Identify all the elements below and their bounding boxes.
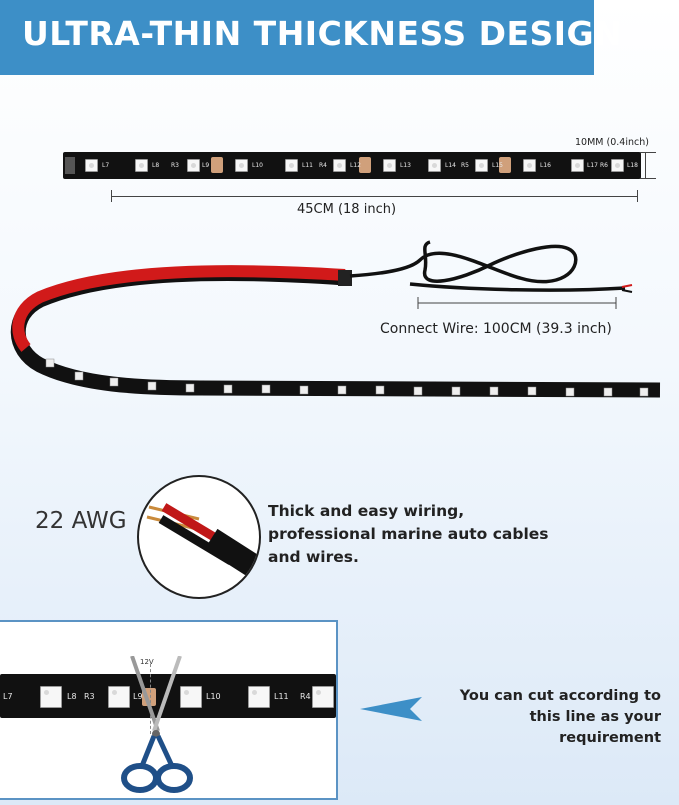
width-dimension-label: 10MM (0.4inch) — [575, 137, 649, 148]
scissors-icon — [121, 656, 193, 793]
led-chip — [611, 159, 624, 172]
led-chip — [40, 686, 62, 708]
length-dimension-line — [111, 196, 638, 197]
strip-label: R3 — [84, 692, 95, 701]
wire-closeup-image — [137, 475, 261, 599]
strip-label: L18 — [627, 162, 638, 169]
led-chip — [108, 686, 130, 708]
strip-label: L12 — [350, 162, 361, 169]
strip-label: L9 — [133, 692, 143, 701]
strip-label: L7 — [3, 692, 13, 701]
banner-title: ULTRA-THIN THICKNESS DESIGN — [22, 14, 623, 53]
strip-label: L17 — [587, 162, 598, 169]
strip-label: L15 — [492, 162, 503, 169]
led-chip — [285, 159, 298, 172]
led-chip — [571, 159, 584, 172]
cut-line-panel: L7 L8 R3 L9 L10 L11 R4 12V — [0, 620, 338, 800]
strip-label: L11 — [274, 692, 289, 701]
strip-label: R5 — [461, 162, 469, 169]
solder-pad — [211, 157, 223, 173]
cut-instruction: You can cut according to this line as yo… — [459, 688, 661, 746]
connect-wire-label: Connect Wire: 100CM (39.3 inch) — [380, 321, 612, 337]
led-chip — [475, 159, 488, 172]
length-dimension-tick — [111, 190, 112, 202]
strip-label: R4 — [319, 162, 327, 169]
led-chip — [383, 159, 396, 172]
strip-label: R4 — [300, 692, 311, 701]
led-chip — [180, 686, 202, 708]
cable-cross-section — [146, 503, 259, 582]
strip-label: L16 — [540, 162, 551, 169]
length-dimension-label: 45CM (18 inch) — [297, 202, 397, 217]
strip-label: L10 — [206, 692, 221, 701]
title-banner: ULTRA-THIN THICKNESS DESIGN — [0, 0, 622, 75]
strip-label: L9 — [202, 162, 210, 169]
solder-pad — [359, 157, 371, 173]
cut-line — [150, 664, 152, 734]
led-chip — [187, 159, 200, 172]
width-dimension-line — [645, 152, 646, 179]
width-dimension-tick — [640, 178, 656, 179]
wire-description: Thick and easy wiring, professional mari… — [268, 502, 549, 566]
led-chip — [235, 159, 248, 172]
strip-label: L13 — [400, 162, 411, 169]
arrow-left-icon — [360, 697, 422, 721]
strip-label: L7 — [102, 162, 110, 169]
width-dimension-tick — [640, 152, 656, 153]
strip-label: L11 — [302, 162, 313, 169]
strip-label: L10 — [252, 162, 263, 169]
length-dimension-tick — [637, 190, 638, 202]
strip-label: R6 — [600, 162, 608, 169]
strip-label: L14 — [445, 162, 456, 169]
strip-end-contacts — [65, 157, 75, 174]
strip-label: L8 — [152, 162, 160, 169]
voltage-mark: 12V — [140, 658, 154, 666]
led-chip — [85, 159, 98, 172]
strip-label: R3 — [171, 162, 179, 169]
led-chip — [523, 159, 536, 172]
led-chip — [248, 686, 270, 708]
led-chip — [428, 159, 441, 172]
strip-label: L8 — [67, 692, 77, 701]
solder-pad — [499, 157, 511, 173]
led-chip — [333, 159, 346, 172]
led-chip — [135, 159, 148, 172]
wire-gauge-label: 22 AWG — [35, 508, 127, 534]
top-led-strip: L7 L8 R3 L9 L10 L11 R4 L12 L13 L14 R5 L1… — [63, 152, 641, 179]
led-chip — [312, 686, 334, 708]
curved-led-strip-illustration — [10, 240, 661, 398]
